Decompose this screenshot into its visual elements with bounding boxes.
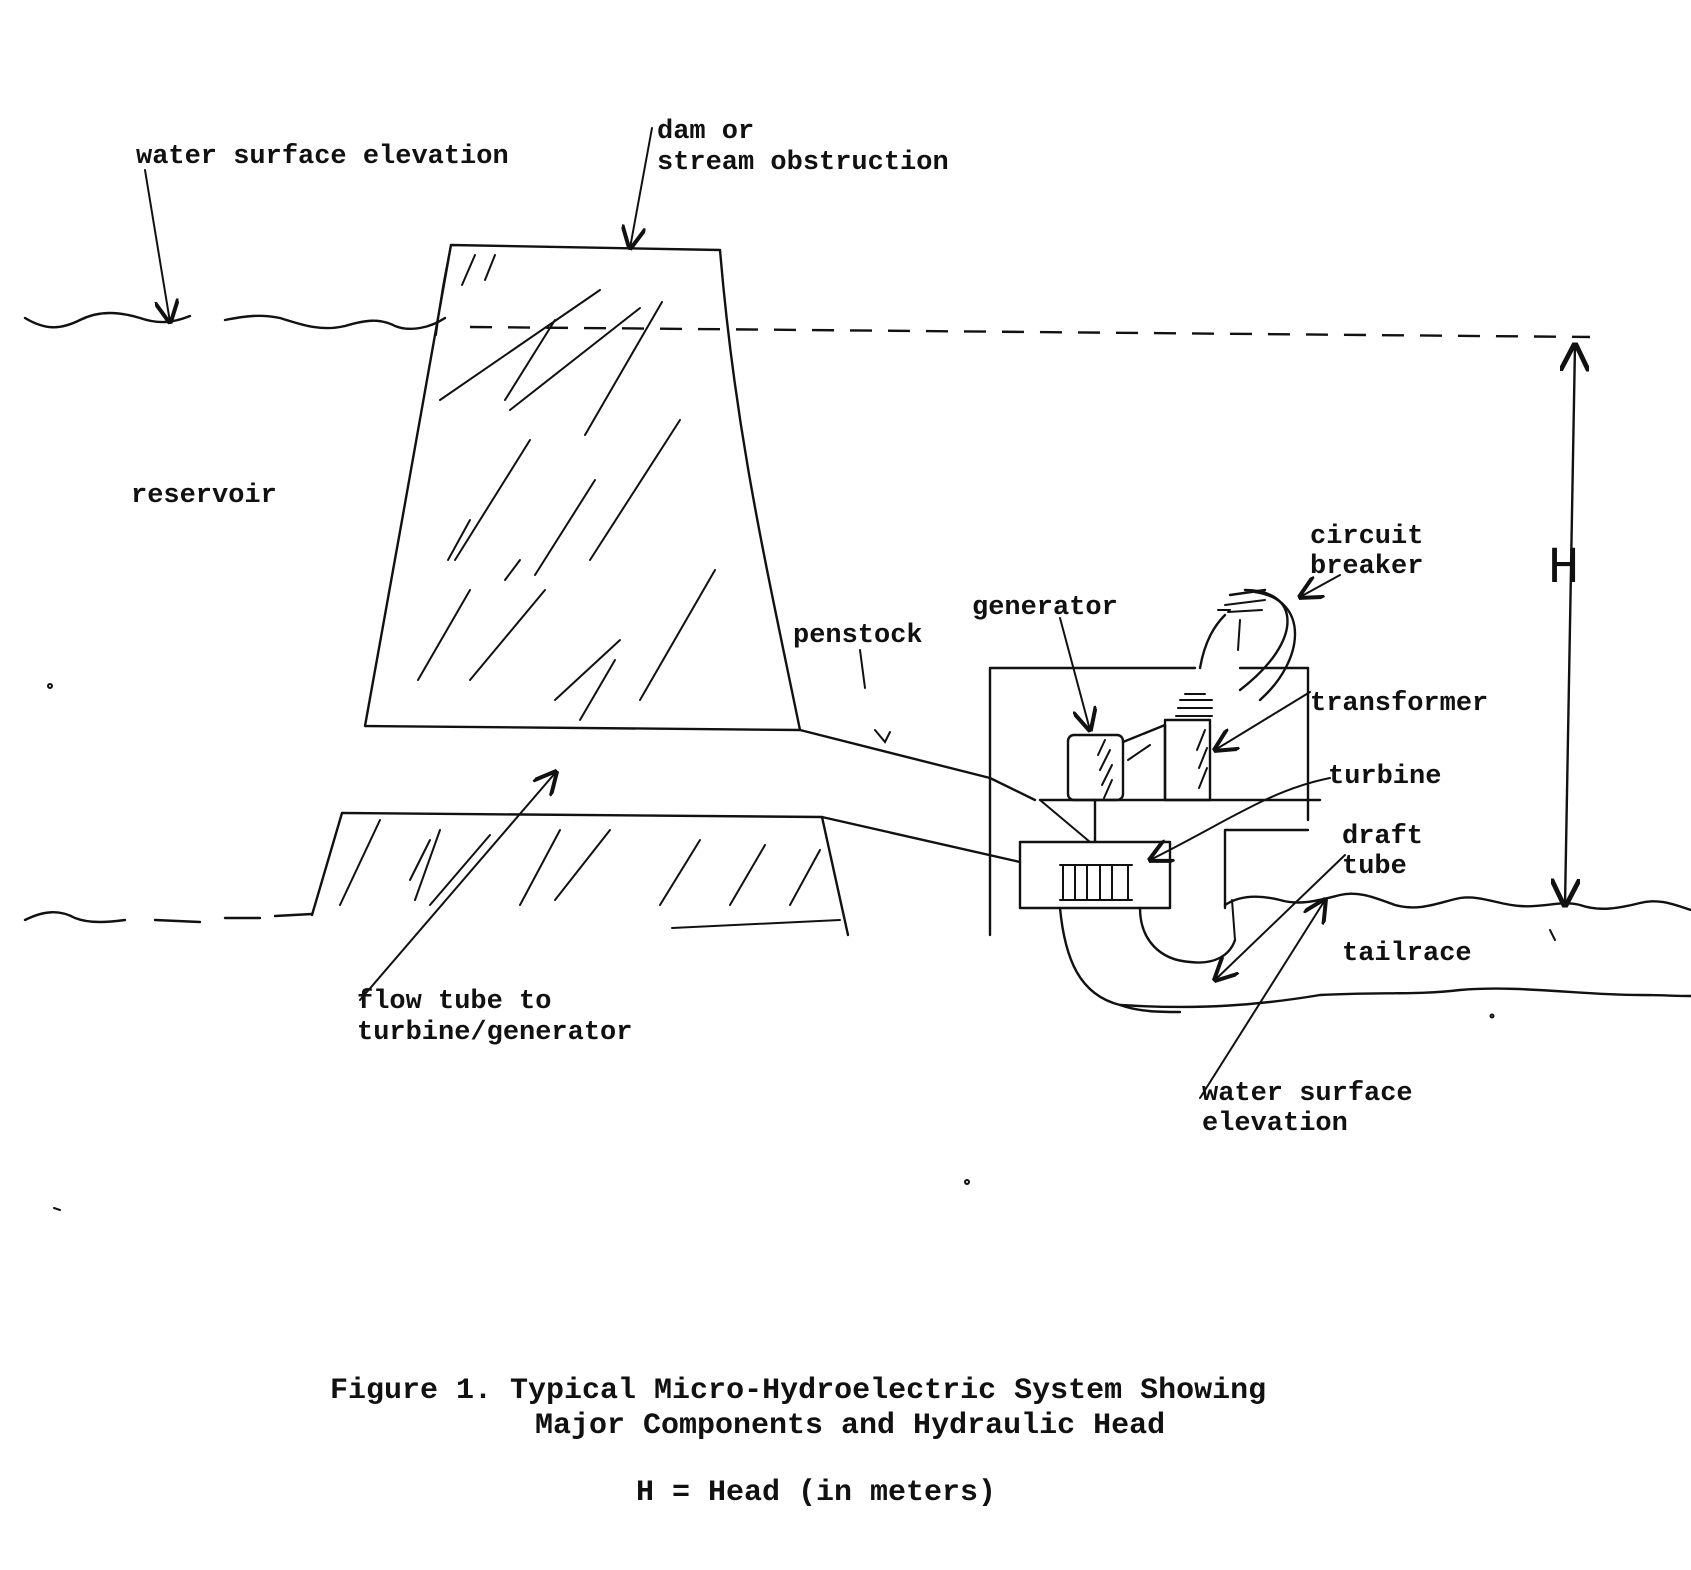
label-flow-tube-2: turbine/generator	[357, 1018, 632, 1048]
label-circuit-breaker-2: breaker	[1310, 552, 1423, 582]
label-draft-tube-2: tube	[1342, 852, 1407, 882]
label-reservoir: reservoir	[131, 481, 277, 511]
head-dimension-arrow	[1565, 345, 1575, 905]
label-turbine: turbine	[1328, 762, 1441, 792]
turbine-runner	[1059, 864, 1133, 901]
draft-tube	[1058, 906, 1237, 1014]
flow-tube	[798, 728, 1037, 802]
transformer-coils	[1175, 693, 1213, 717]
label-flow-tube-1: flow tube to	[357, 987, 551, 1017]
caption-line-2: Major Components and Hydraulic Head	[535, 1409, 1165, 1443]
leader-arrows	[144, 127, 1346, 1099]
caption-line-1: Figure 1. Typical Micro-Hydroelectric Sy…	[330, 1374, 1266, 1408]
label-water-surface-top: water surface elevation	[136, 142, 509, 172]
base-hatching	[339, 819, 821, 906]
label-transformer: transformer	[1310, 689, 1488, 719]
dam-hatching	[417, 254, 716, 721]
label-circuit-breaker-1: circuit	[1310, 522, 1423, 552]
figure-caption: Figure 1. Typical Micro-Hydroelectric Sy…	[330, 1374, 1266, 1510]
label-dam-2: stream obstruction	[657, 148, 949, 178]
label-water-surface-bottom-1: water surface	[1202, 1079, 1413, 1109]
labels: water surface elevation dam or stream ob…	[131, 117, 1488, 1139]
generator	[1066, 733, 1125, 802]
label-tailrace: tailrace	[1342, 939, 1472, 969]
label-penstock: penstock	[793, 621, 923, 651]
turbine	[1018, 840, 1172, 910]
label-dam-1: dam or	[657, 117, 754, 147]
head-symbol: H	[1548, 539, 1579, 598]
tailrace-bed	[1118, 987, 1691, 1009]
transformer	[1163, 718, 1212, 802]
caption-line-3: H = Head (in meters)	[636, 1476, 996, 1510]
head-reference-line	[469, 325, 1591, 339]
upstream-water-surface	[23, 311, 447, 330]
label-draft-tube-1: draft	[1342, 822, 1423, 852]
tailrace-water-surface	[1223, 892, 1691, 912]
downstream-water-left	[23, 911, 314, 924]
circuit-breaker	[1198, 588, 1297, 702]
label-water-surface-bottom-2: elevation	[1202, 1109, 1348, 1139]
label-generator: generator	[972, 593, 1118, 623]
powerhouse	[988, 666, 1310, 937]
